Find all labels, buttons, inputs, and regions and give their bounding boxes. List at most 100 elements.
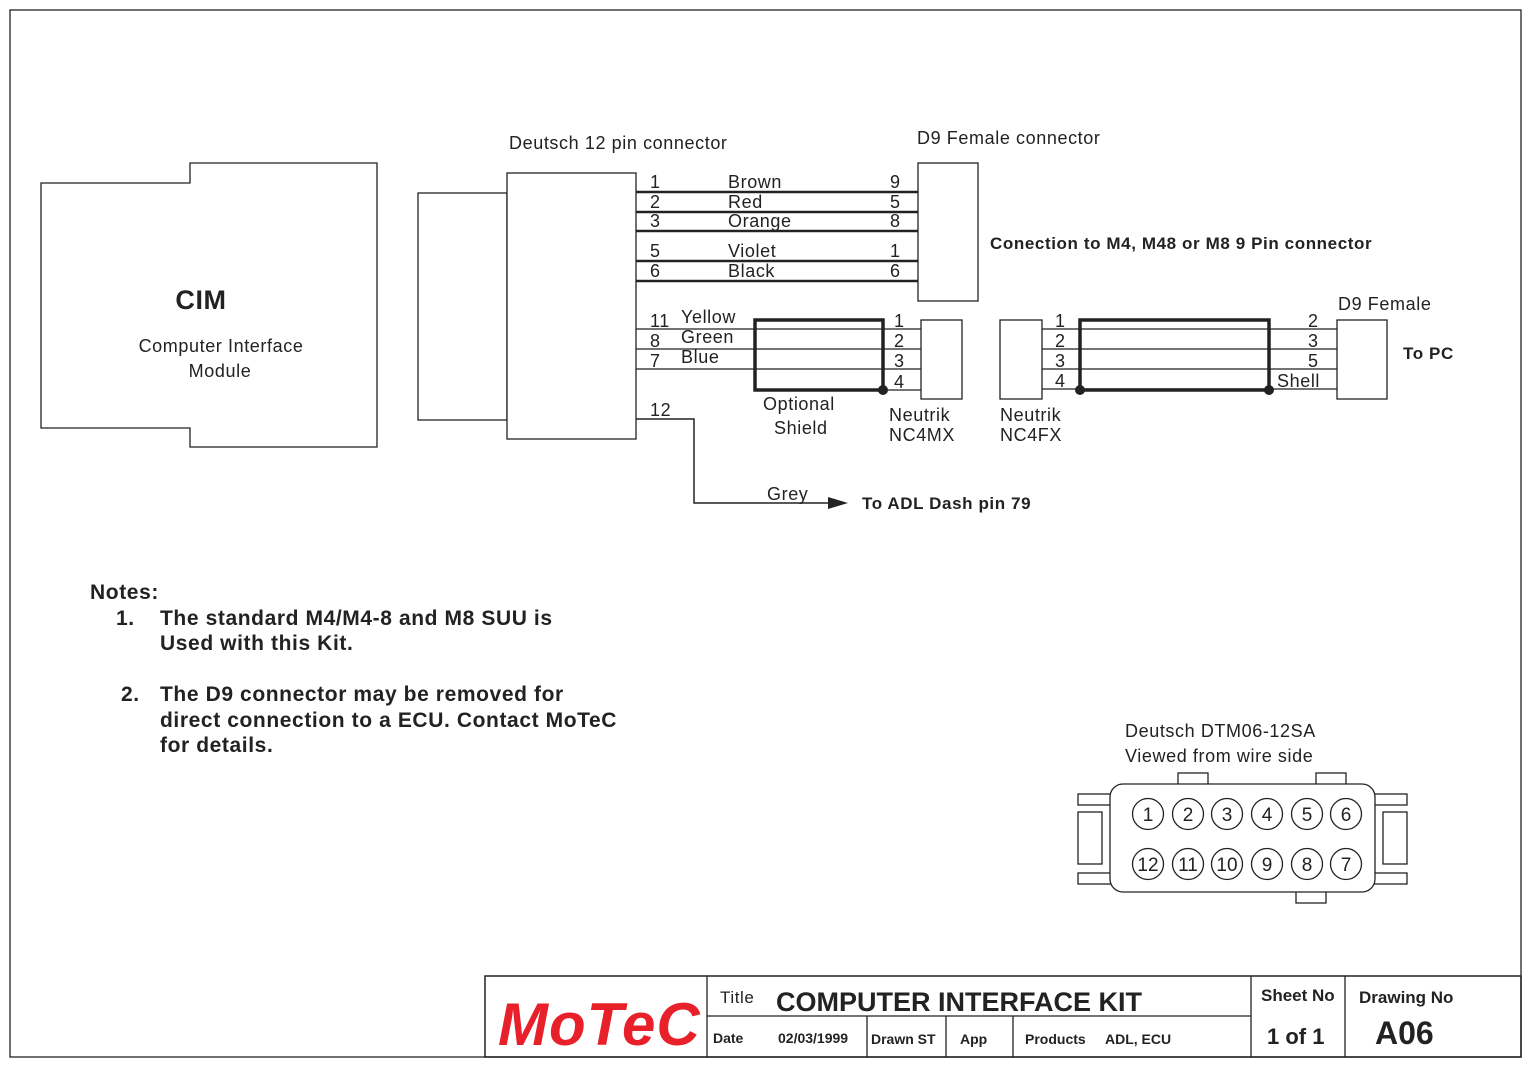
dtm-pin-number: 12 (1137, 855, 1158, 876)
dtm-pin-number: 6 (1341, 805, 1352, 826)
deutsch-title: Deutsch 12 pin connector (509, 133, 728, 153)
cim-label-2: Module (189, 361, 252, 381)
deutsch-pin-label: 1 (650, 172, 661, 192)
d9-pin-label: 6 (890, 261, 901, 281)
dtm-pin-number: 9 (1262, 855, 1273, 876)
shield-junction-dot (878, 385, 888, 395)
wire-color-label: Violet (728, 241, 776, 261)
pc-cable-shield (1078, 318, 1271, 392)
dtm-pin-number: 3 (1222, 805, 1233, 826)
products-label: Products (1025, 1031, 1086, 1047)
nc4mx-pin-4: 4 (894, 372, 905, 392)
shield-junction-dot (1075, 385, 1085, 395)
d9-pc-pin-label: 3 (1308, 331, 1319, 351)
note-1-line-2: Used with this Kit. (160, 632, 353, 655)
optional-label: Optional (763, 394, 835, 414)
d9-pin-label: 8 (890, 211, 901, 231)
dtm-pin-number: 11 (1178, 855, 1198, 876)
dtm-pin-circle (1131, 797, 1165, 831)
drawing-no-value: A06 (1375, 1015, 1434, 1051)
notes-heading: Notes: (90, 581, 159, 604)
deutsch-pin-label: 5 (650, 241, 661, 261)
products-value: ADL, ECU (1105, 1031, 1171, 1047)
dtm-pin-number: 4 (1262, 805, 1273, 826)
d9-female-label: D9 Female (1338, 294, 1431, 314)
dtm-pin-circle (1329, 847, 1363, 881)
dtm-pin-circle (1290, 797, 1324, 831)
cim-title: CIM (175, 285, 226, 315)
nc4fx-pin-label: 3 (1055, 351, 1066, 371)
note-1-line-1: The standard M4/M4-8 and M8 SUU is (160, 607, 553, 630)
dtm-pin-circle (1171, 797, 1205, 831)
dtm-pin-circle (1329, 797, 1363, 831)
grey-wire-label: Grey (767, 484, 808, 504)
dtm-pin-circle (1210, 847, 1244, 881)
drawing-no-label: Drawing No (1359, 988, 1453, 1007)
nc4fx-pin-label: 1 (1055, 311, 1066, 331)
date-label: Date (713, 1030, 744, 1046)
drawn-by: Drawn ST (871, 1031, 936, 1047)
optional-shield (753, 318, 885, 392)
dtm-pin-number: 5 (1302, 805, 1313, 826)
dtm-pin-number: 10 (1216, 855, 1237, 876)
dtm-pin-circle (1131, 847, 1165, 881)
deutsch-pin-label: 2 (650, 192, 661, 212)
note-2-line-3: for details. (160, 734, 273, 757)
wire-color-label: Black (728, 261, 775, 281)
nc4fx-pin-label: 2 (1055, 331, 1066, 351)
wire-color-label: Green (681, 327, 734, 347)
dtm-pin-circle (1171, 847, 1205, 881)
nc4fx-brand: Neutrik (1000, 405, 1062, 425)
dtm-pin-circle (1250, 797, 1284, 831)
nc4fx-connector (999, 319, 1043, 400)
app-label: App (960, 1031, 987, 1047)
d9-pc-pin-label: 5 (1308, 351, 1319, 371)
note-2-line-2: direct connection to a ECU. Contact MoTe… (160, 709, 617, 732)
dtm-pin-number: 8 (1302, 855, 1313, 876)
d9-female-pc-connector (1336, 319, 1388, 400)
deutsch-pin-12: 12 (650, 400, 671, 420)
dtm-pin-circle (1250, 847, 1284, 881)
dtm-connector-face (1077, 772, 1408, 904)
sheet-value: 1 of 1 (1267, 1024, 1324, 1049)
note-2-line-1: The D9 connector may be removed for (160, 683, 564, 706)
note-1-number: 1. (116, 607, 135, 630)
grey-wire (636, 418, 830, 504)
deutsch-pin-label: 8 (650, 331, 661, 351)
nc4fx-model: NC4FX (1000, 425, 1062, 445)
deutsch-pin-label: 6 (650, 261, 661, 281)
nc4mx-pin-label: 3 (894, 351, 905, 371)
nc4mx-pin-label: 1 (894, 311, 905, 331)
arrow-right-icon (828, 497, 848, 509)
d9-pc-pin-label: 2 (1308, 311, 1319, 331)
d9-title: D9 Female connector (917, 128, 1100, 148)
wire-color-label: Orange (728, 211, 792, 231)
dtm-pin-circle (1210, 797, 1244, 831)
title-label: Title (720, 988, 755, 1007)
d9-pin-label: 5 (890, 192, 901, 212)
wire-color-label: Blue (681, 347, 719, 367)
drawing-title: COMPUTER INTERFACE KIT (776, 987, 1143, 1017)
wire-color-label: Yellow (681, 307, 736, 327)
d9-pin-label: 1 (890, 241, 901, 261)
dtm-pin-number: 2 (1183, 805, 1194, 826)
deutsch-connector-back (417, 192, 508, 421)
wire-color-label: Brown (728, 172, 782, 192)
deutsch-pin-label: 7 (650, 351, 661, 371)
wire-color-label: Red (728, 192, 763, 212)
d9-female-connector (917, 162, 979, 302)
shield-label: Shield (774, 418, 828, 438)
nc4fx-pin-label: 4 (1055, 371, 1066, 391)
note-2-number: 2. (121, 683, 140, 706)
cim-label-1: Computer Interface (139, 336, 304, 356)
motec-logo: MoTeC (498, 991, 701, 1058)
deutsch-pin-label: 11 (650, 311, 670, 331)
dtm-pin-number: 7 (1341, 855, 1352, 876)
dtm-pin-circle (1290, 847, 1324, 881)
nc4mx-connector (920, 319, 963, 400)
shield-junction-dot (1264, 385, 1274, 395)
dtm-subtitle: Viewed from wire side (1125, 746, 1313, 766)
deutsch-pin-label: 3 (650, 211, 661, 231)
to-pc-label: To PC (1403, 344, 1454, 363)
